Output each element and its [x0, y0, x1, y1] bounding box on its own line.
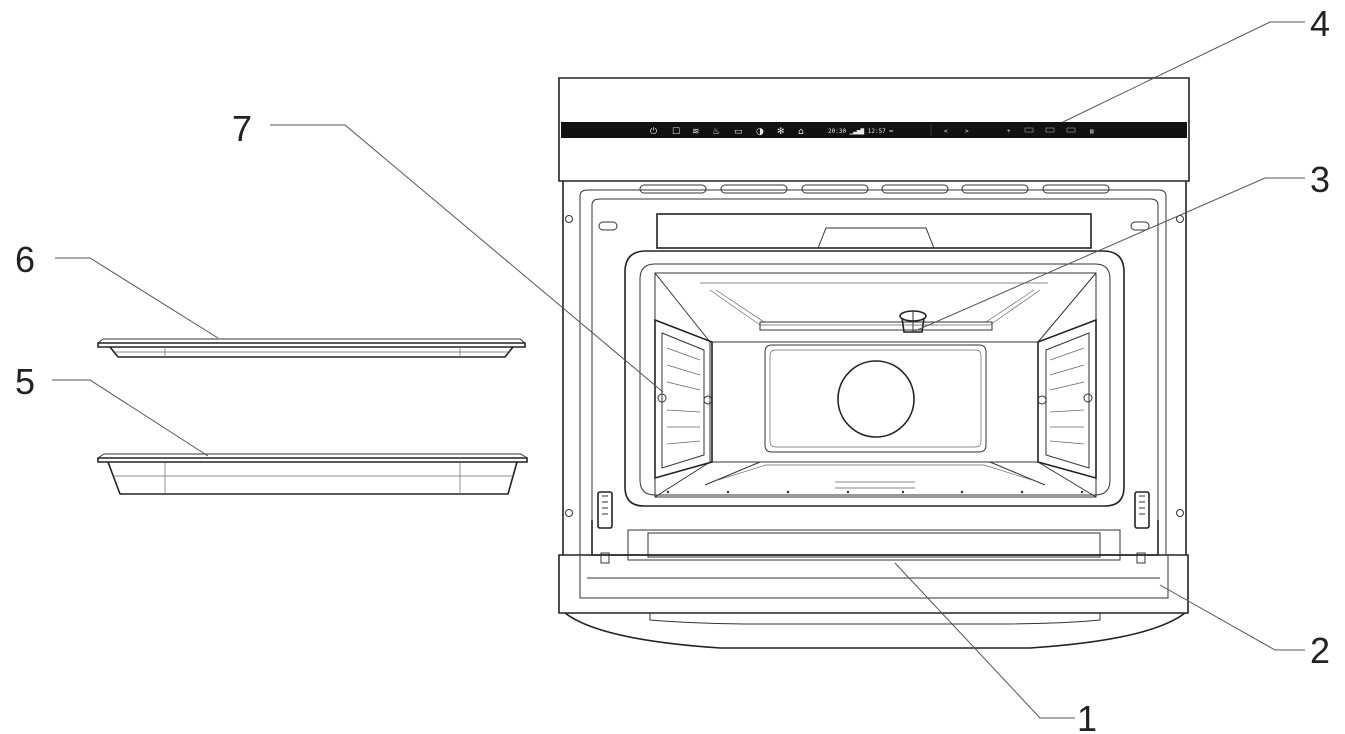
- callout-7: 7: [232, 108, 664, 393]
- tray-5: [97, 453, 528, 495]
- door-tray: [558, 520, 1189, 649]
- fan-icon: ▭: [734, 127, 743, 137]
- svg-text:7: 7: [232, 108, 252, 149]
- steam-icon: ♨: [712, 127, 720, 137]
- control-panel: ⏻ ☐ ≋ ♨ ▭ ◑ ✻ ⌂ 20:30 ▁▃▅▇ 12:57 ━ < > +…: [561, 122, 1187, 138]
- defrost-icon: ✻: [777, 127, 785, 137]
- hinge-left: [597, 491, 613, 529]
- callout-3: 3: [914, 159, 1330, 332]
- panel-key-a: [1024, 127, 1034, 133]
- svg-text:1: 1: [1077, 698, 1097, 734]
- callout-6: 6: [15, 239, 219, 339]
- svg-text:6: 6: [15, 239, 35, 280]
- callout-5: 5: [15, 361, 209, 457]
- panel-plus-button: +: [1007, 128, 1011, 135]
- oven-body: ⏻ ☐ ≋ ♨ ▭ ◑ ✻ ⌂ 20:30 ▁▃▅▇ 12:57 ━ < > +…: [558, 77, 1190, 649]
- svg-text:5: 5: [15, 361, 35, 402]
- vent-slots: [639, 184, 1110, 194]
- hinge-right: [1134, 491, 1150, 529]
- panel-left-button: <: [944, 128, 948, 135]
- panel-key-b: [1045, 127, 1055, 133]
- panel-right-button: >: [965, 128, 969, 135]
- svg-text:3: 3: [1310, 159, 1330, 200]
- panel-display: 20:30 ▁▃▅▇ 12:57 ━: [828, 128, 893, 135]
- svg-text:4: 4: [1310, 3, 1330, 44]
- callout-2: 2: [1159, 584, 1330, 671]
- cup-icon: ☐: [672, 127, 680, 137]
- power-icon: ⏻: [650, 126, 657, 137]
- callout-1: 1: [894, 562, 1097, 734]
- tray-6: [97, 338, 526, 358]
- steam-nozzle: [899, 310, 927, 333]
- floor-dots: [666, 490, 1084, 494]
- side-rack-left: [654, 318, 713, 480]
- thermometer-icon: ◑: [756, 127, 764, 137]
- lock-icon: ⌂: [798, 127, 804, 137]
- side-rack-right: [1037, 318, 1097, 480]
- grill-icon: ≋: [692, 127, 700, 137]
- panel-menu-icon: ▤: [1090, 128, 1094, 135]
- panel-key-c: [1066, 127, 1076, 133]
- svg-text:2: 2: [1310, 630, 1330, 671]
- callout-4: 4: [1062, 3, 1330, 123]
